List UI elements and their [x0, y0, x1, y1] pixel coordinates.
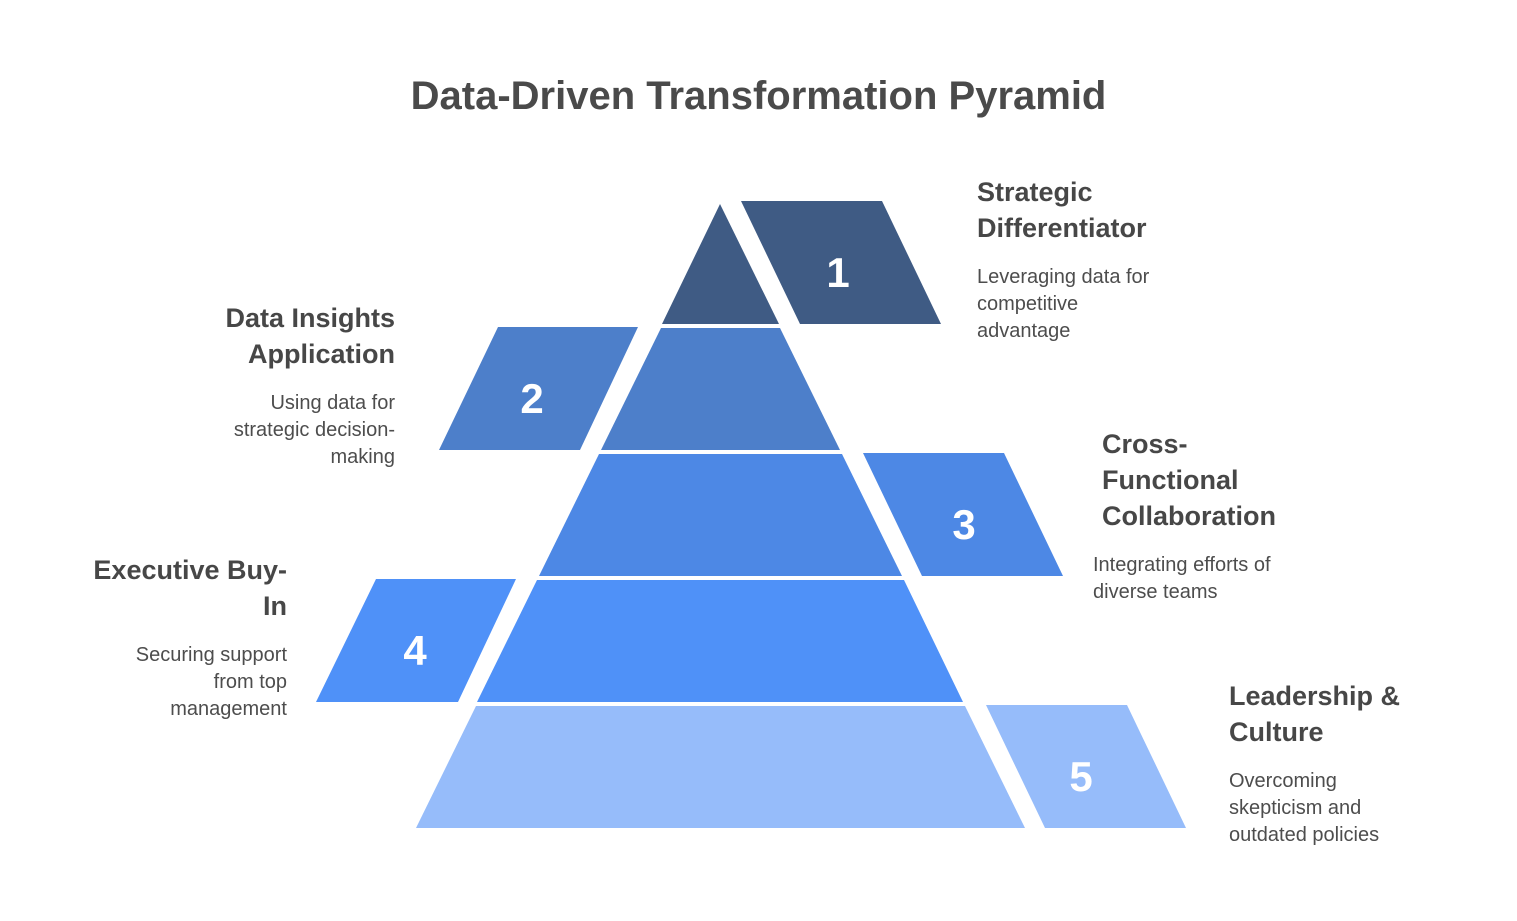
pyramid-layer-3 — [539, 454, 902, 576]
level-5-heading: Leadership & Culture — [1229, 681, 1401, 747]
level-1-description: Leveraging data for competitive advantag… — [977, 266, 1150, 342]
number-3: 3 — [952, 501, 975, 548]
number-1: 1 — [826, 249, 849, 296]
pyramid-layer-2 — [601, 328, 840, 450]
level-1-label: Strategic Differentiator Leveraging data… — [977, 174, 1197, 345]
number-tab-2 — [439, 327, 638, 450]
pyramid-layer-4 — [477, 580, 963, 702]
number-tab-4 — [316, 579, 516, 702]
level-3-label: Cross-Functional Collaboration Integrati… — [1093, 426, 1302, 606]
level-2-label: Data Insights Application Using data for… — [190, 300, 395, 471]
level-2-heading: Data Insights Application — [225, 303, 395, 369]
number-tab-5 — [986, 705, 1186, 828]
level-3-heading: Cross-Functional Collaboration — [1102, 429, 1276, 531]
level-4-heading: Executive Buy-In — [93, 555, 287, 621]
level-2-description: Using data for strategic decision-making — [233, 392, 395, 468]
number-tab-3 — [863, 453, 1063, 576]
number-2: 2 — [520, 375, 543, 422]
pyramid-layer-5 — [416, 706, 1025, 828]
diagram-title: Data-Driven Transformation Pyramid — [410, 74, 1107, 118]
level-5-description: Overcoming skepticism and outdated polic… — [1229, 770, 1380, 846]
pyramid-layer-1 — [662, 204, 779, 324]
number-tab-1 — [741, 201, 941, 324]
level-3-description: Integrating efforts of diverse teams — [1093, 554, 1271, 603]
number-5: 5 — [1069, 753, 1092, 800]
level-5-label: Leadership & Culture Overcoming skeptici… — [1229, 678, 1449, 849]
level-4-description: Securing support from top management — [135, 644, 287, 720]
number-4: 4 — [403, 627, 427, 674]
level-4-label: Executive Buy-In Securing support from t… — [70, 552, 287, 723]
level-1-heading: Strategic Differentiator — [977, 177, 1147, 243]
